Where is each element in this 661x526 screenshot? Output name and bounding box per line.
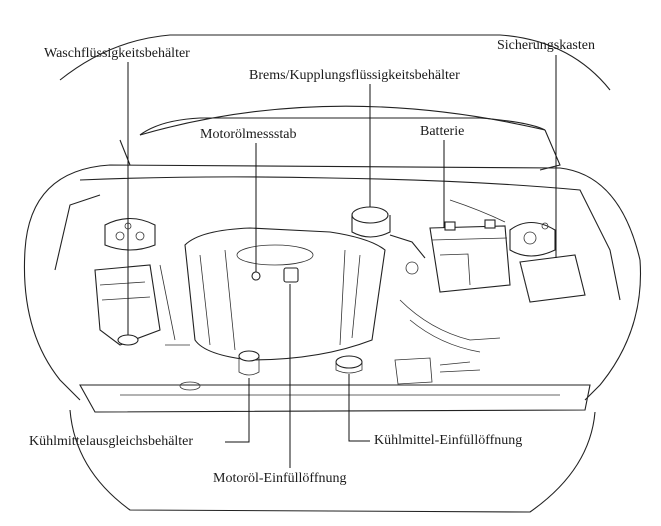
label-engine-oil-filler-opening: Motoröl-Einfüllöffnung	[213, 471, 347, 486]
body-outline	[23, 164, 642, 401]
label-fuse-box: Sicherungskasten	[497, 38, 595, 53]
coolant-tank-shape	[238, 350, 260, 376]
fuse-box-shape	[519, 254, 586, 303]
left-strut-tower	[104, 217, 156, 251]
label-coolant-expansion-tank: Kühlmittelausgleichsbehälter	[29, 434, 194, 449]
brake-fluid-reservoir-shape	[351, 206, 426, 275]
label-brake-clutch-fluid-reservoir: Brems/Kupplungsflüssigkeitsbehälter	[249, 68, 460, 83]
engine-bay-details	[159, 199, 506, 391]
washer-fluid-reservoir-shape	[94, 264, 161, 346]
label-washer-fluid-reservoir: Waschflüssigkeitsbehälter	[44, 46, 190, 61]
label-engine-oil-dipstick: Motorölmessstab	[200, 127, 297, 142]
coolant-filler-cap-shape	[335, 355, 363, 374]
right-strut-tower	[509, 221, 556, 257]
leader-lines	[127, 55, 557, 468]
battery-shape	[429, 219, 511, 293]
bumper-outline	[69, 384, 596, 513]
engine-cover-shape	[184, 227, 386, 361]
label-coolant-filler-opening: Kühlmittel-Einfüllöffnung	[374, 433, 523, 448]
hood-outline	[59, 34, 611, 171]
label-battery: Batterie	[420, 124, 465, 139]
